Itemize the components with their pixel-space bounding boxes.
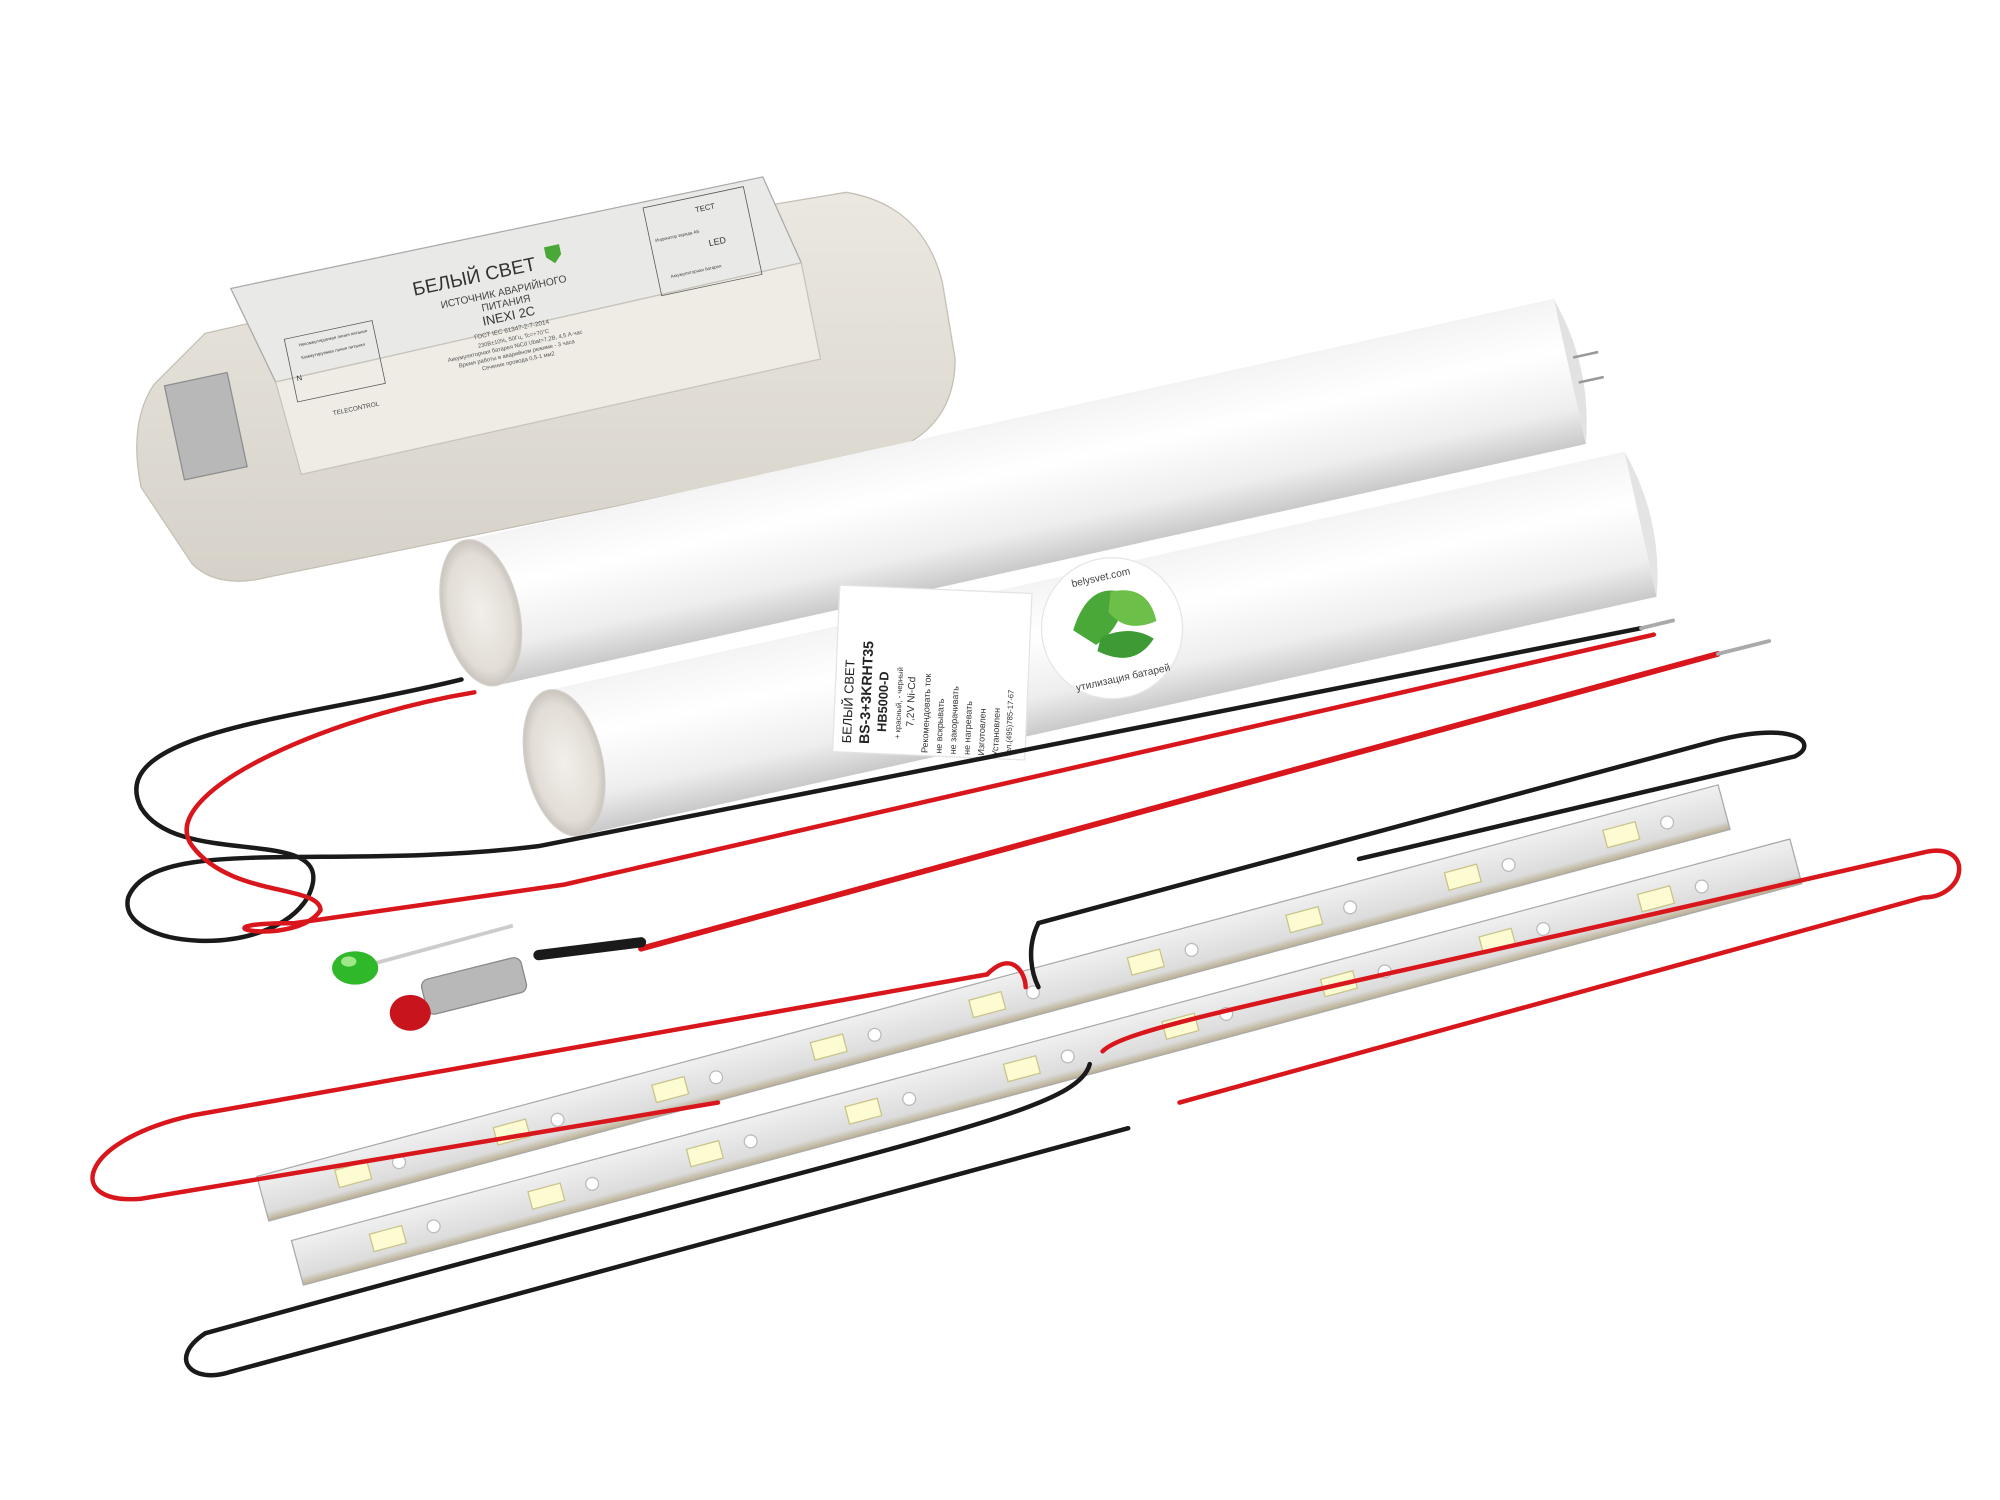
battery-line: Установлен [990, 708, 1002, 757]
mounting-hole [550, 1112, 565, 1127]
mounting-hole [1694, 879, 1709, 894]
green-led-indicator [332, 923, 514, 985]
led-strip-upper [256, 784, 1731, 1222]
red-wire [90, 972, 990, 1202]
terminal-label-n: N [296, 373, 303, 383]
recycle-sticker: утилизация батарей belysvet.com [1040, 557, 1184, 700]
strip-wires [90, 848, 1962, 1378]
led-chip [968, 990, 1007, 1019]
black-wire [533, 937, 647, 961]
battery-line: тел.(495)785-17-67 [1004, 689, 1016, 756]
red-wire [184, 632, 1657, 934]
led-chip [1443, 863, 1483, 891]
mounting-hole [709, 1070, 724, 1085]
mounting-hole [585, 1176, 600, 1191]
mounting-hole [1026, 985, 1041, 1000]
battery-line: Изготовлен [976, 708, 988, 756]
black-wire [1036, 730, 1807, 926]
led-chip [1285, 905, 1324, 934]
mounting-hole [1184, 942, 1199, 957]
battery-line: Рекомендовать ток [919, 673, 932, 753]
mounting-hole [1343, 900, 1358, 915]
battery-label: БЕЛЫЙ СВЕТ BS-3+3KRHT35 HB5000-D + красн… [831, 584, 1033, 761]
battery-line: не закорачивать [948, 686, 961, 755]
battery-wires: + красный, - черный [893, 667, 905, 739]
led-chip [1126, 948, 1165, 976]
mounting-hole [1501, 857, 1516, 872]
battery-pack-lower: БЕЛЫЙ СВЕТ BS-3+3KRHT35 HB5000-D + красн… [522, 451, 1658, 837]
led-chip [809, 1033, 848, 1061]
black-wire [183, 1061, 1131, 1378]
led-chip [844, 1097, 883, 1125]
brand-logo-icon [543, 244, 562, 264]
mounting-hole [1536, 921, 1551, 937]
led-chip [1002, 1054, 1042, 1083]
mounting-hole [743, 1134, 758, 1149]
battery-line: не нагревать [962, 701, 974, 756]
battery-end-cap [439, 539, 523, 687]
battery-model: BS-3+3KRHT35 [856, 641, 876, 745]
mounting-hole [867, 1027, 882, 1042]
mounting-hole [902, 1091, 917, 1106]
battery-brand: БЕЛЫЙ СВЕТ [839, 659, 858, 743]
mounting-hole [1660, 815, 1675, 830]
led-chip [368, 1224, 408, 1253]
led-strip-lower [290, 838, 1803, 1286]
test-push-button [389, 957, 528, 1031]
module-front-face [274, 262, 822, 476]
led-chip [685, 1139, 725, 1168]
red-wire [984, 961, 1028, 990]
battery-wires [125, 618, 1807, 961]
led-chip [1602, 820, 1641, 849]
mounting-hole [1060, 1049, 1075, 1064]
recycle-leaf-icon [1108, 590, 1157, 626]
battery-voltage: 7,2V Ni-Cd [905, 676, 918, 727]
battery-end-cap [522, 689, 606, 837]
emergency-power-module: БЕЛЫЙ СВЕТ ИСТОЧНИК АВАРИЙНОГО ПИТАНИЯ I… [136, 176, 956, 582]
terminal-block [163, 371, 248, 481]
black-wire [1028, 920, 1041, 990]
battery-pack-upper [439, 298, 1605, 687]
led-chip [1636, 885, 1676, 913]
red-wire [1100, 848, 1962, 1105]
led-chip [651, 1075, 690, 1104]
led-label: LED [708, 235, 728, 249]
battery-line: не вскрывать [934, 698, 946, 754]
led-chip [527, 1182, 566, 1210]
mounting-hole [426, 1219, 441, 1234]
recycle-leaf-icon [1097, 630, 1154, 658]
test-label: ТЕСТ [694, 201, 716, 214]
red-wire [638, 650, 1721, 952]
battery-cells: HB5000-D [874, 671, 892, 732]
